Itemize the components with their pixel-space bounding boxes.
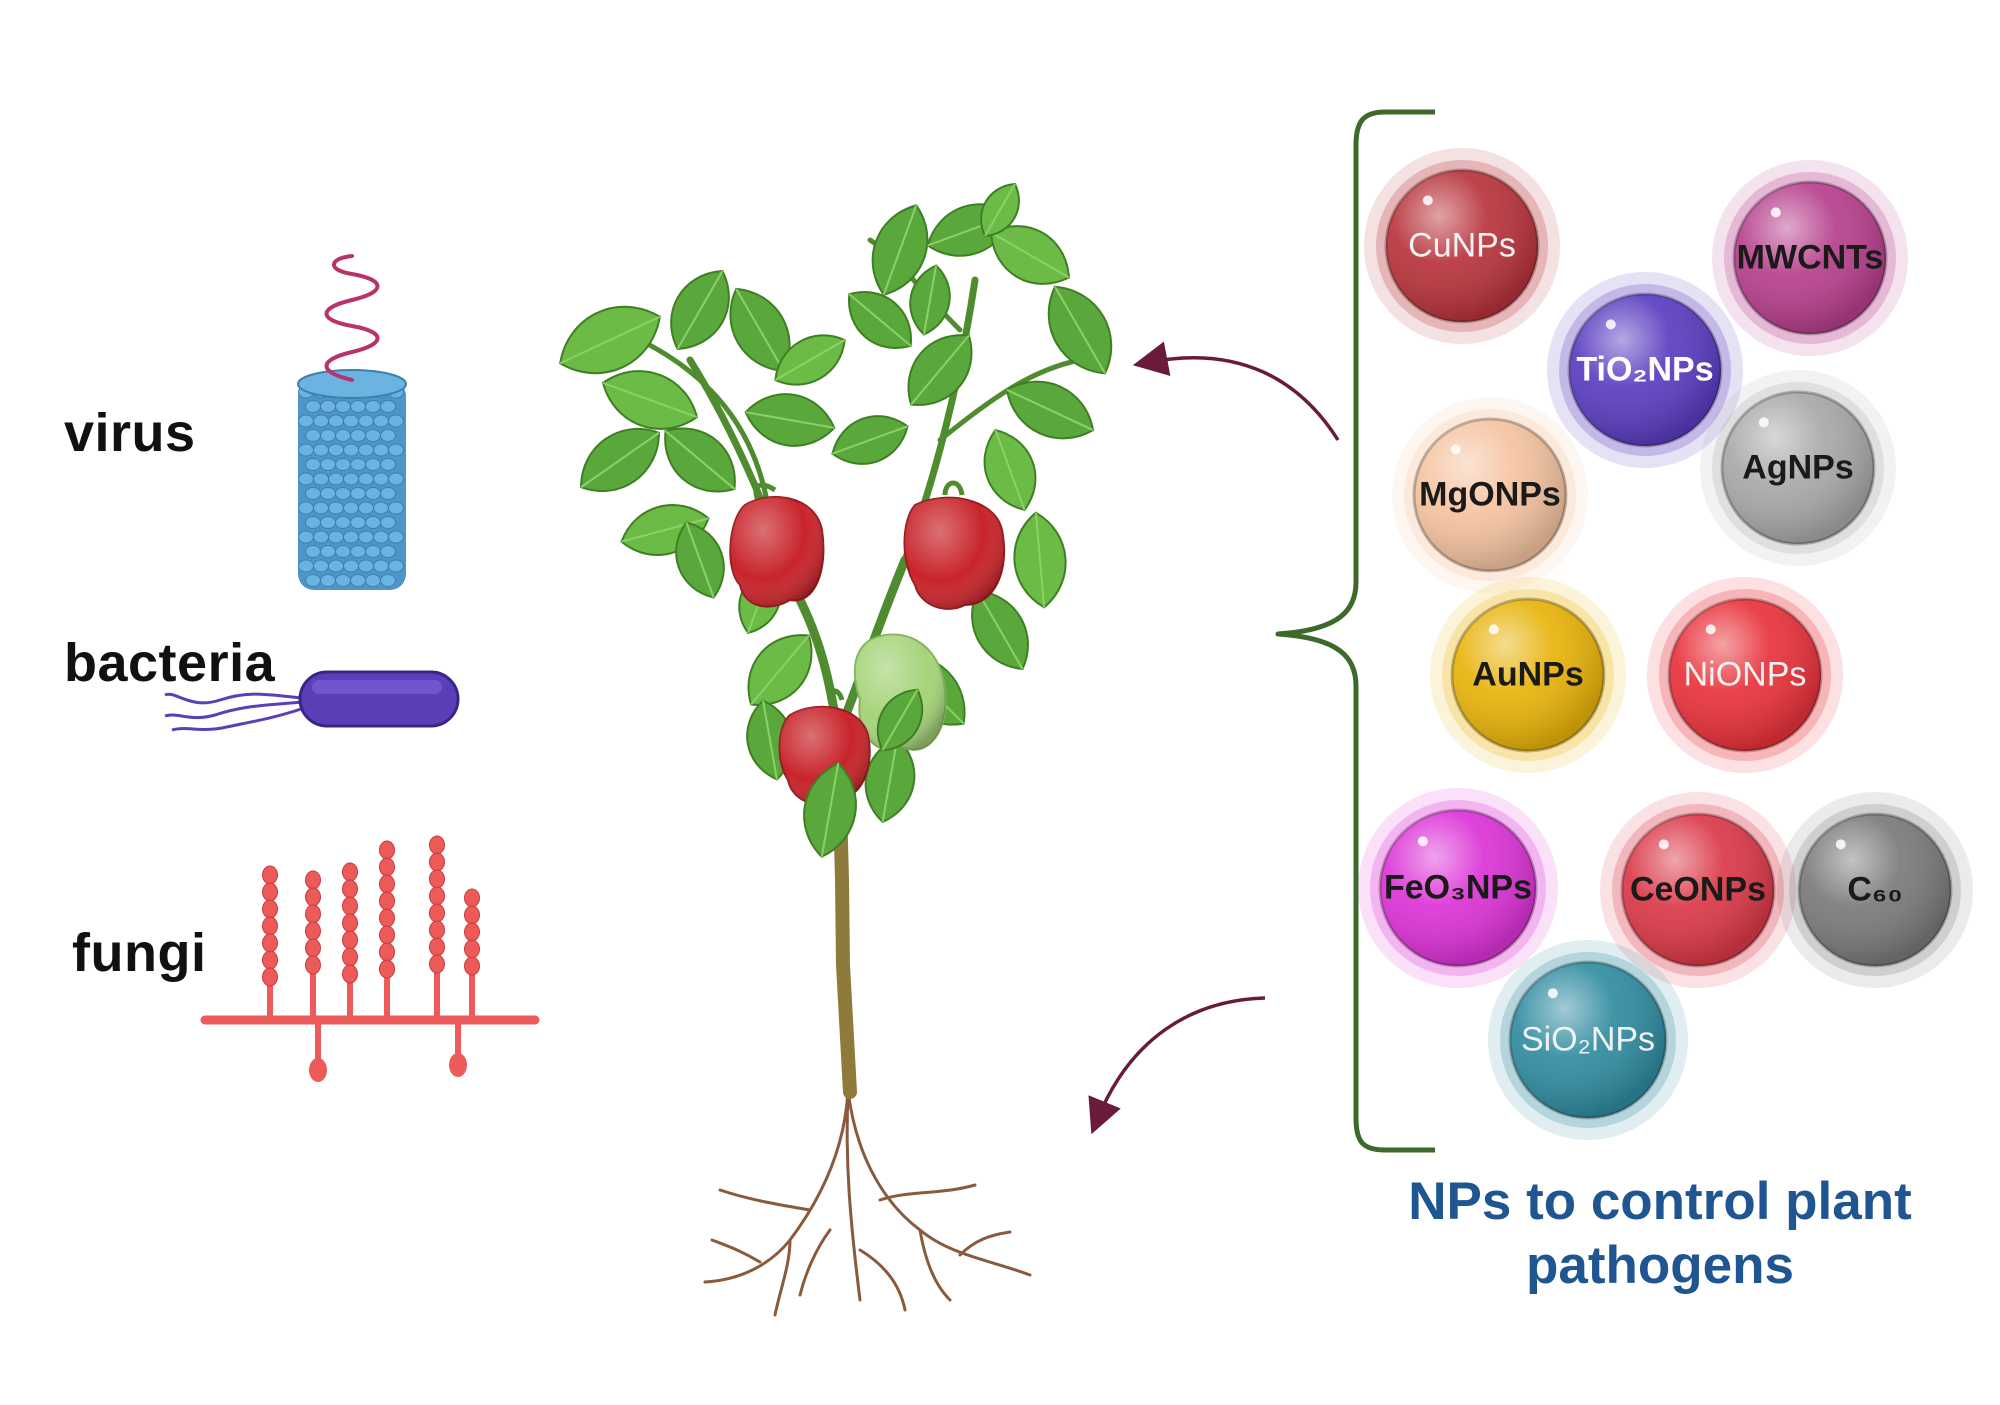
- pepper-green: [853, 633, 947, 751]
- grouping-brace: [1275, 109, 1435, 1153]
- mwcnts-sphere: [1712, 160, 1908, 356]
- arrow-to-roots: [1088, 996, 1266, 1135]
- nionps-sphere: [1647, 577, 1843, 773]
- sio2nps-label: SiO₂NPs: [1520, 1020, 1656, 1059]
- aunps-sphere: [1430, 577, 1626, 773]
- plant-roots: [703, 1088, 1032, 1317]
- sio2nps-sphere: [1488, 940, 1688, 1140]
- bacteria-icon: [164, 670, 460, 732]
- feo3nps-sphere: [1358, 788, 1558, 988]
- ceonps-sphere: [1600, 792, 1796, 988]
- cunps-label: CuNPs: [1408, 226, 1516, 265]
- pepper-plant: [559, 182, 1113, 1317]
- mgonps-sphere: [1392, 397, 1588, 593]
- tio2nps-label: TiO₂NPs: [1576, 350, 1714, 389]
- agnps-sphere: [1700, 370, 1896, 566]
- mgonps-label: MgONPs: [1419, 475, 1561, 514]
- aunps-label: AuNPs: [1472, 655, 1584, 694]
- virus-icon: [297, 254, 407, 590]
- cunps-sphere: [1364, 148, 1560, 344]
- pepper-red-left: [729, 482, 825, 608]
- mwcnts-label: MWCNTs: [1736, 238, 1884, 277]
- bacteria-label: bacteria: [64, 633, 276, 693]
- plant-leaves: [559, 182, 1113, 824]
- nionps-label: NiONPs: [1683, 655, 1807, 694]
- fungi-label: fungi: [72, 923, 207, 983]
- c60-label: C₆₀: [1847, 870, 1903, 909]
- virus-rna-helix: [324, 254, 380, 382]
- c60-sphere: [1777, 792, 1973, 988]
- feo3nps-label: FeO₃NPs: [1384, 868, 1532, 907]
- pepper-red-right: [903, 480, 1006, 610]
- virus-label: virus: [64, 403, 196, 463]
- caption-title: NPs to control plant pathogens: [1408, 1172, 1912, 1295]
- tio2nps-sphere: [1547, 272, 1743, 468]
- arrow-to-leaves: [1132, 341, 1340, 441]
- ceonps-label: CeONPs: [1629, 870, 1767, 909]
- agnps-label: AgNPs: [1742, 448, 1854, 487]
- fungi-icon: [200, 835, 540, 1082]
